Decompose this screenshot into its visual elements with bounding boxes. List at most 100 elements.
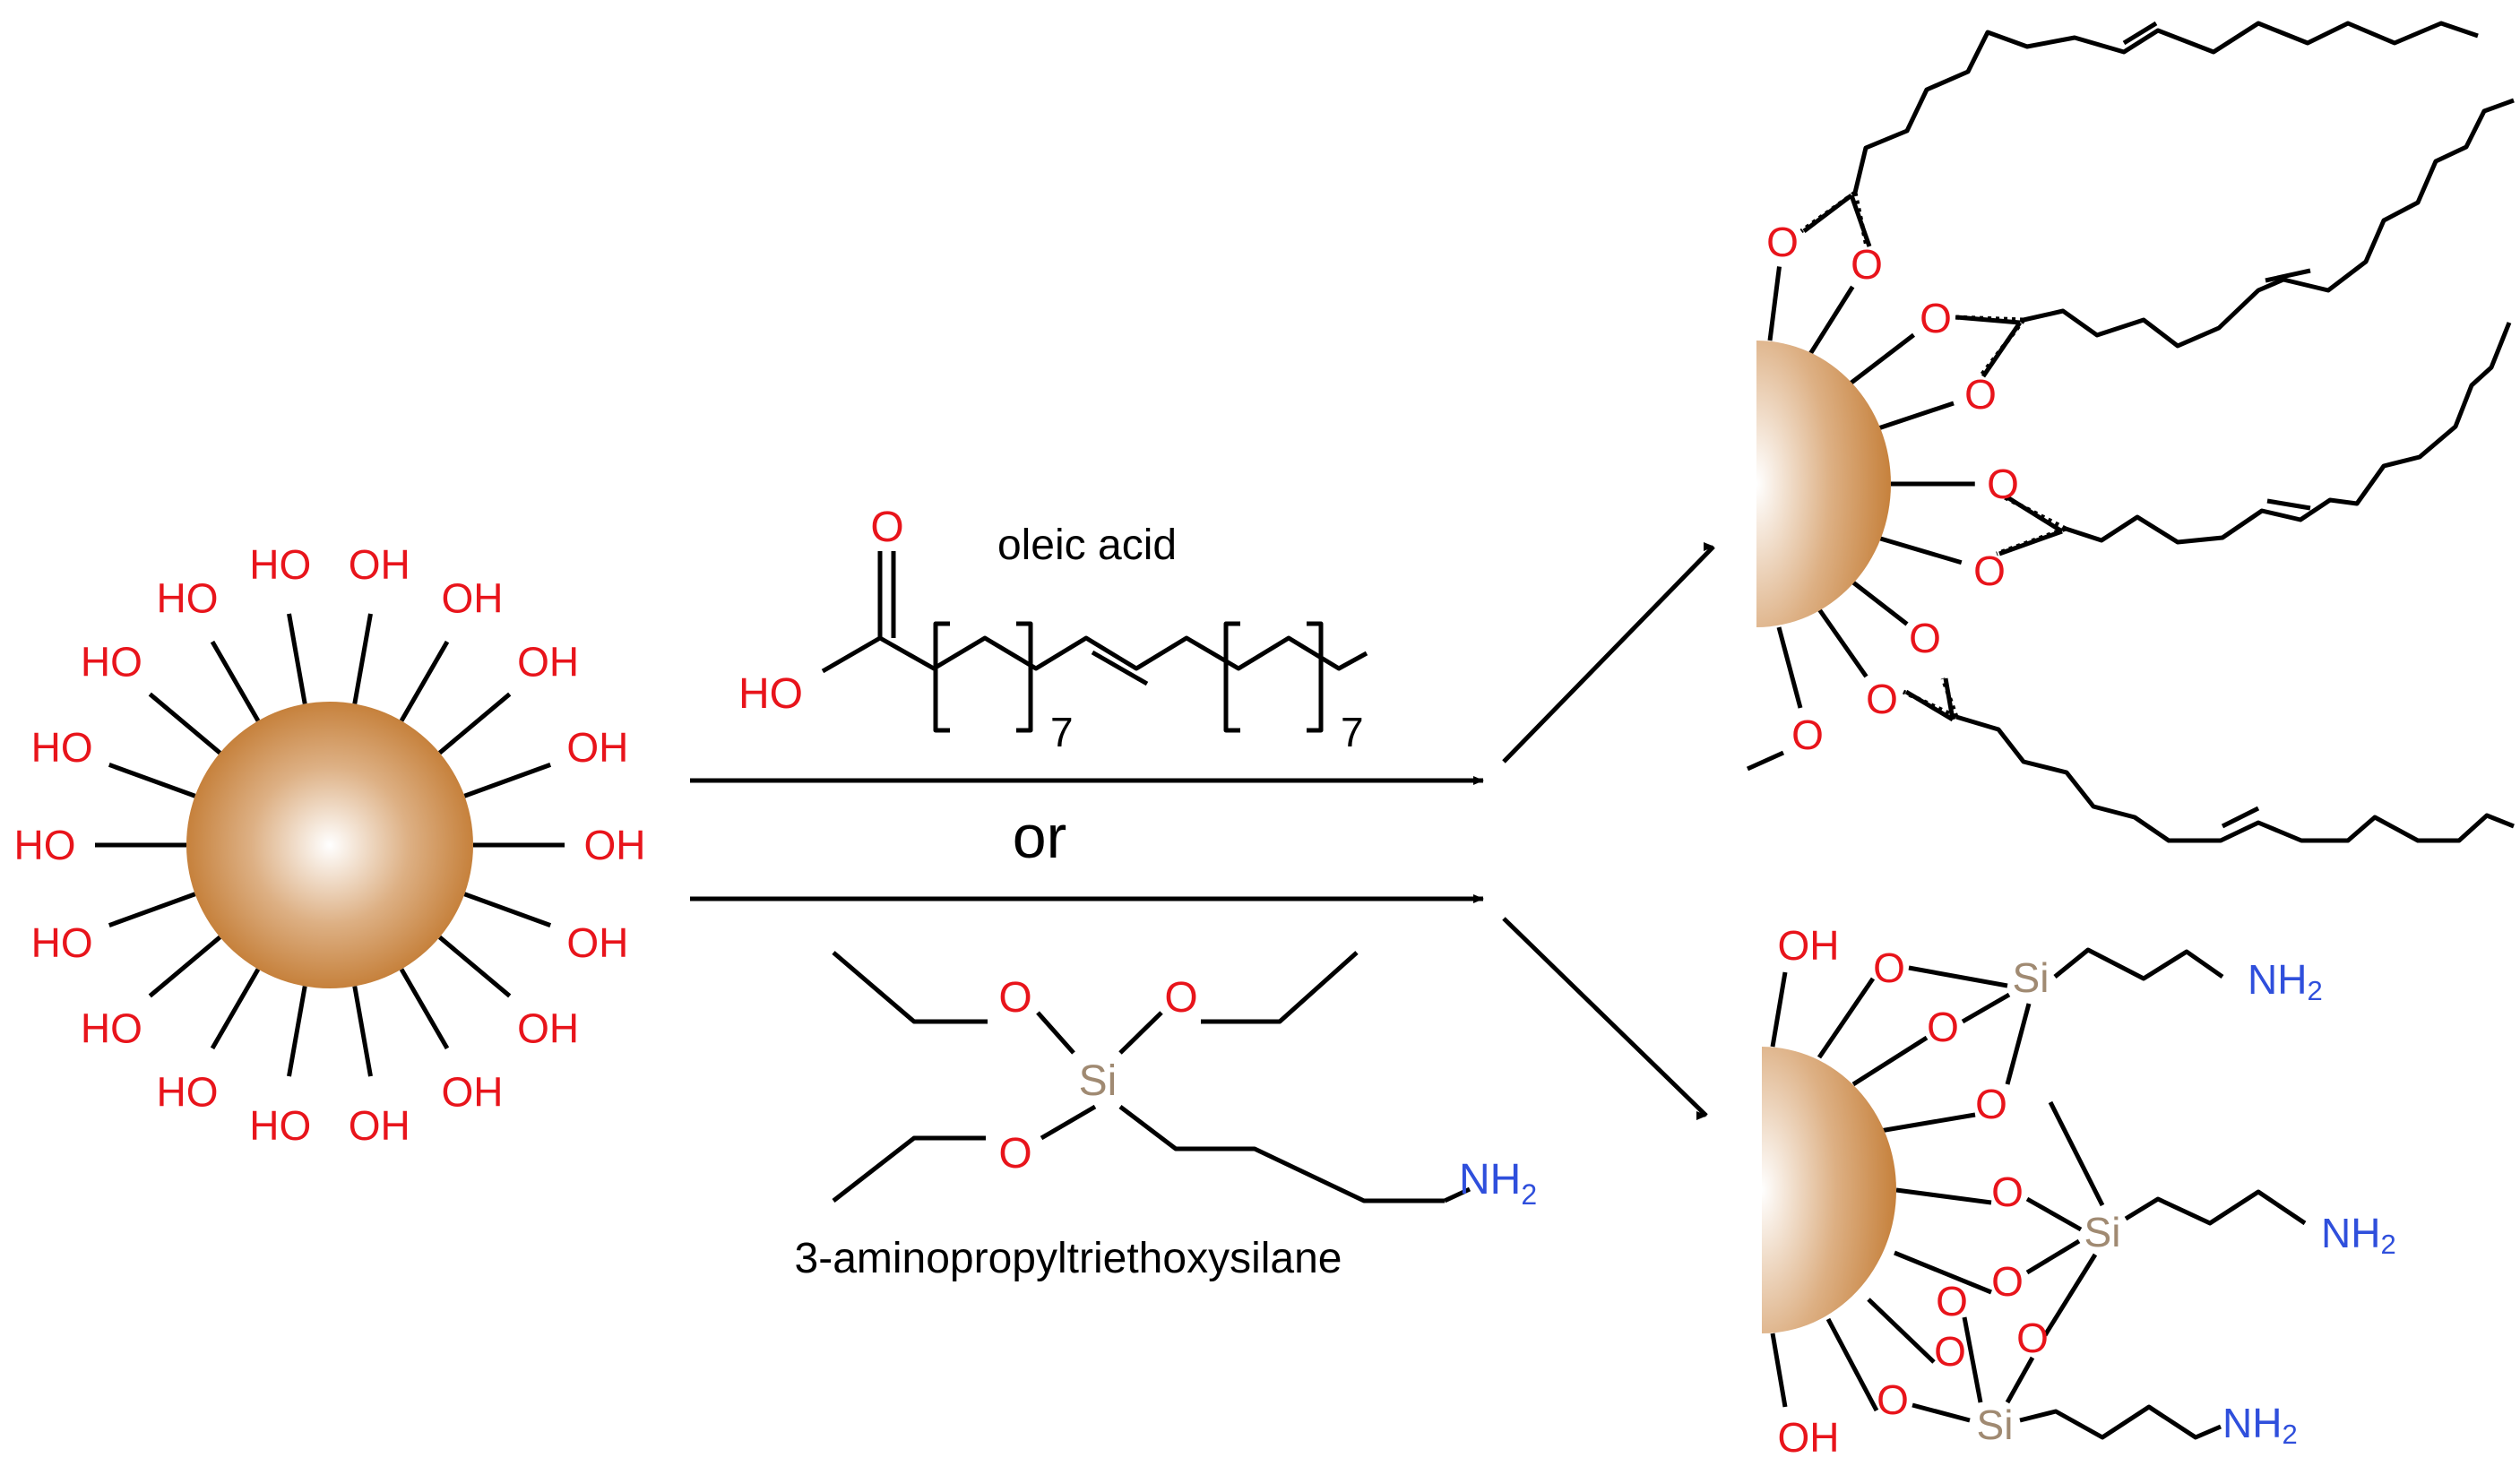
silane-oxygen: O bbox=[1873, 945, 1905, 991]
amine-label: NH2 bbox=[2321, 1210, 2396, 1260]
aptes-o1: O bbox=[998, 974, 1031, 1022]
oleate-chain-1 bbox=[1852, 21, 2479, 194]
carboxylate-dotted bbox=[1979, 318, 2025, 378]
aptes-o3: O bbox=[998, 1130, 1031, 1177]
silane-oxygen: O bbox=[1927, 1004, 1959, 1050]
surface-o-bond bbox=[1872, 401, 1955, 433]
oleate-oxygen: O bbox=[1766, 219, 1799, 265]
arrow-to-aptes-product bbox=[1502, 917, 1708, 1120]
si-o-bond bbox=[2048, 1100, 2105, 1207]
hydroxyl-bond bbox=[437, 935, 512, 998]
hydroxyl-label: OH bbox=[584, 822, 646, 868]
amine-label: NH2 bbox=[2248, 956, 2323, 1006]
hydroxyl-label: HO bbox=[157, 1068, 219, 1115]
reaction-arrows bbox=[690, 542, 1715, 1120]
surface-hydroxyl: OH bbox=[1778, 922, 1840, 969]
hydroxyl-bond bbox=[437, 692, 512, 755]
silane-oxygen: O bbox=[1991, 1169, 2024, 1215]
surface-o-bond bbox=[1894, 1250, 1992, 1295]
surface-o-bond bbox=[1767, 266, 1782, 341]
cis-double-bond bbox=[2265, 268, 2311, 283]
hydroxyl-bond bbox=[148, 935, 222, 998]
oleate-oxygen: O bbox=[1909, 615, 1941, 661]
surface-oh-bond bbox=[1770, 1333, 1788, 1408]
si-o-bond bbox=[2025, 1196, 2083, 1232]
surface-o-bond bbox=[1879, 1112, 1976, 1134]
si-o-bond bbox=[2025, 1238, 2081, 1275]
carboxylate-dotted bbox=[2003, 495, 2067, 531]
nanoparticle-bare bbox=[186, 702, 473, 988]
hydroxyl-label: HO bbox=[81, 639, 142, 686]
hydroxyl-label: HO bbox=[249, 1102, 311, 1149]
si-o-bond bbox=[1962, 1316, 1983, 1403]
silicon-label: Si bbox=[1977, 1402, 2014, 1448]
bridging-oxygen: O bbox=[1936, 1278, 1968, 1324]
carboxylate-bond bbox=[1998, 529, 2063, 556]
hydroxyl-label: OH bbox=[349, 541, 410, 588]
silane-oxygen: O bbox=[1975, 1081, 2007, 1127]
surface-o-bond bbox=[1895, 1187, 1992, 1205]
si-o-bond bbox=[2005, 1356, 2035, 1404]
silicon-label: Si bbox=[2013, 954, 2050, 1001]
oleate-chain-4 bbox=[1955, 714, 2515, 843]
si-o-bond bbox=[1961, 992, 2011, 1024]
oleate-oxygen: O bbox=[1866, 676, 1898, 722]
carboxylate-bond bbox=[1849, 194, 1872, 247]
hydroxyl-bond bbox=[352, 613, 373, 704]
carboxylate-bond bbox=[1904, 689, 1955, 722]
silane-oxygen: O bbox=[1934, 1328, 1966, 1375]
hydroxyl-bond bbox=[148, 692, 222, 755]
hydroxyl-label: OH bbox=[442, 575, 504, 622]
surface-o-bond bbox=[1776, 626, 1803, 709]
carboxylate-dotted bbox=[1902, 689, 1958, 720]
hydroxyl-label: OH bbox=[349, 1102, 410, 1149]
oleate-chain-2 bbox=[2023, 98, 2515, 349]
hydroxyl-label: HO bbox=[157, 575, 219, 622]
repeat-count-2: 7 bbox=[1341, 709, 1364, 755]
methoxy-bond bbox=[1746, 750, 1785, 772]
hydroxyl-bond bbox=[210, 640, 261, 722]
bridging-oxygen: O bbox=[2016, 1315, 2049, 1361]
hydroxyl-bond bbox=[399, 968, 450, 1050]
cis-double-bond bbox=[2122, 21, 2158, 46]
surface-o-bond bbox=[1851, 1035, 1929, 1087]
hydroxyl-label: OH bbox=[442, 1068, 504, 1115]
surface-o-bond bbox=[1851, 581, 1909, 626]
carboxylate-dotted bbox=[1852, 192, 1869, 247]
oleic-carbonyl-o: O bbox=[870, 504, 903, 551]
oleate-oxygen: O bbox=[1920, 295, 1952, 341]
surface-o-bond bbox=[1825, 1317, 1879, 1412]
si-o-bond bbox=[2005, 1003, 2032, 1085]
surface-o-bond bbox=[1867, 1298, 1936, 1364]
nanoparticle-aptes-coated bbox=[1762, 1047, 1896, 1333]
aptes-amine: NH2 bbox=[1459, 1156, 1537, 1211]
carboxylate-dotted bbox=[1940, 677, 1959, 718]
hydroxyl-bond bbox=[287, 986, 307, 1077]
aptes-label: 3-aminopropyltriethoxysilane bbox=[795, 1235, 1342, 1282]
aptes-si: Si bbox=[1079, 1057, 1118, 1105]
propyl-chain-2 bbox=[2124, 1189, 2307, 1226]
carboxylate-dotted bbox=[1799, 190, 1857, 234]
surface-o-bond bbox=[1817, 977, 1876, 1059]
silane-oxygen: O bbox=[1877, 1376, 1909, 1423]
amine-label: NH2 bbox=[2222, 1400, 2298, 1450]
surface-oh-bond bbox=[1770, 971, 1788, 1048]
hydroxyl-label: OH bbox=[566, 919, 628, 966]
hydroxyl-label: OH bbox=[566, 724, 628, 771]
aptes-o2: O bbox=[1164, 974, 1197, 1022]
hydroxyl-label: OH bbox=[517, 639, 579, 686]
delocalized-bonds bbox=[1799, 190, 2067, 720]
oleic-hydroxyl: HO bbox=[738, 670, 803, 718]
oleate-oxygen: O bbox=[1791, 712, 1824, 758]
oleate-oxygen: O bbox=[1973, 548, 2006, 594]
hydroxyl-label: HO bbox=[14, 822, 76, 868]
propyl-chain-3 bbox=[2019, 1404, 2222, 1440]
hydroxyl-label: OH bbox=[517, 1005, 579, 1051]
hydroxyl-label: HO bbox=[31, 724, 93, 771]
repeat-count-1: 7 bbox=[1050, 709, 1074, 755]
hydroxyl-bond bbox=[108, 763, 196, 798]
surface-o-bond bbox=[1817, 608, 1868, 678]
